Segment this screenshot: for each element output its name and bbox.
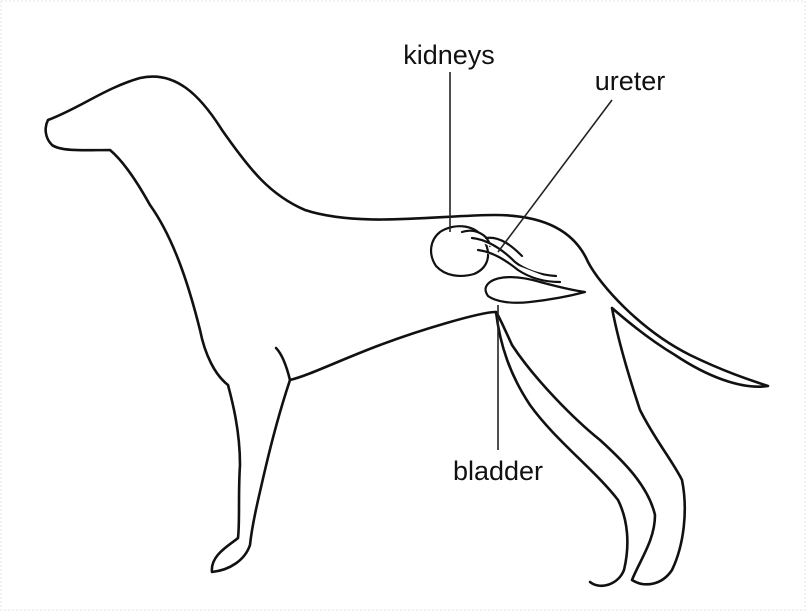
ureter-leader-line <box>498 100 612 252</box>
ureter-label: ureter <box>595 66 666 96</box>
dog-body-outline <box>46 77 768 585</box>
hind-leg-outline <box>496 312 627 586</box>
dog-outline <box>46 77 768 586</box>
kidneys-label: kidneys <box>403 40 495 70</box>
bladder-shape <box>486 277 585 303</box>
front-leg-outline <box>276 348 290 380</box>
bladder-label: bladder <box>453 456 543 486</box>
